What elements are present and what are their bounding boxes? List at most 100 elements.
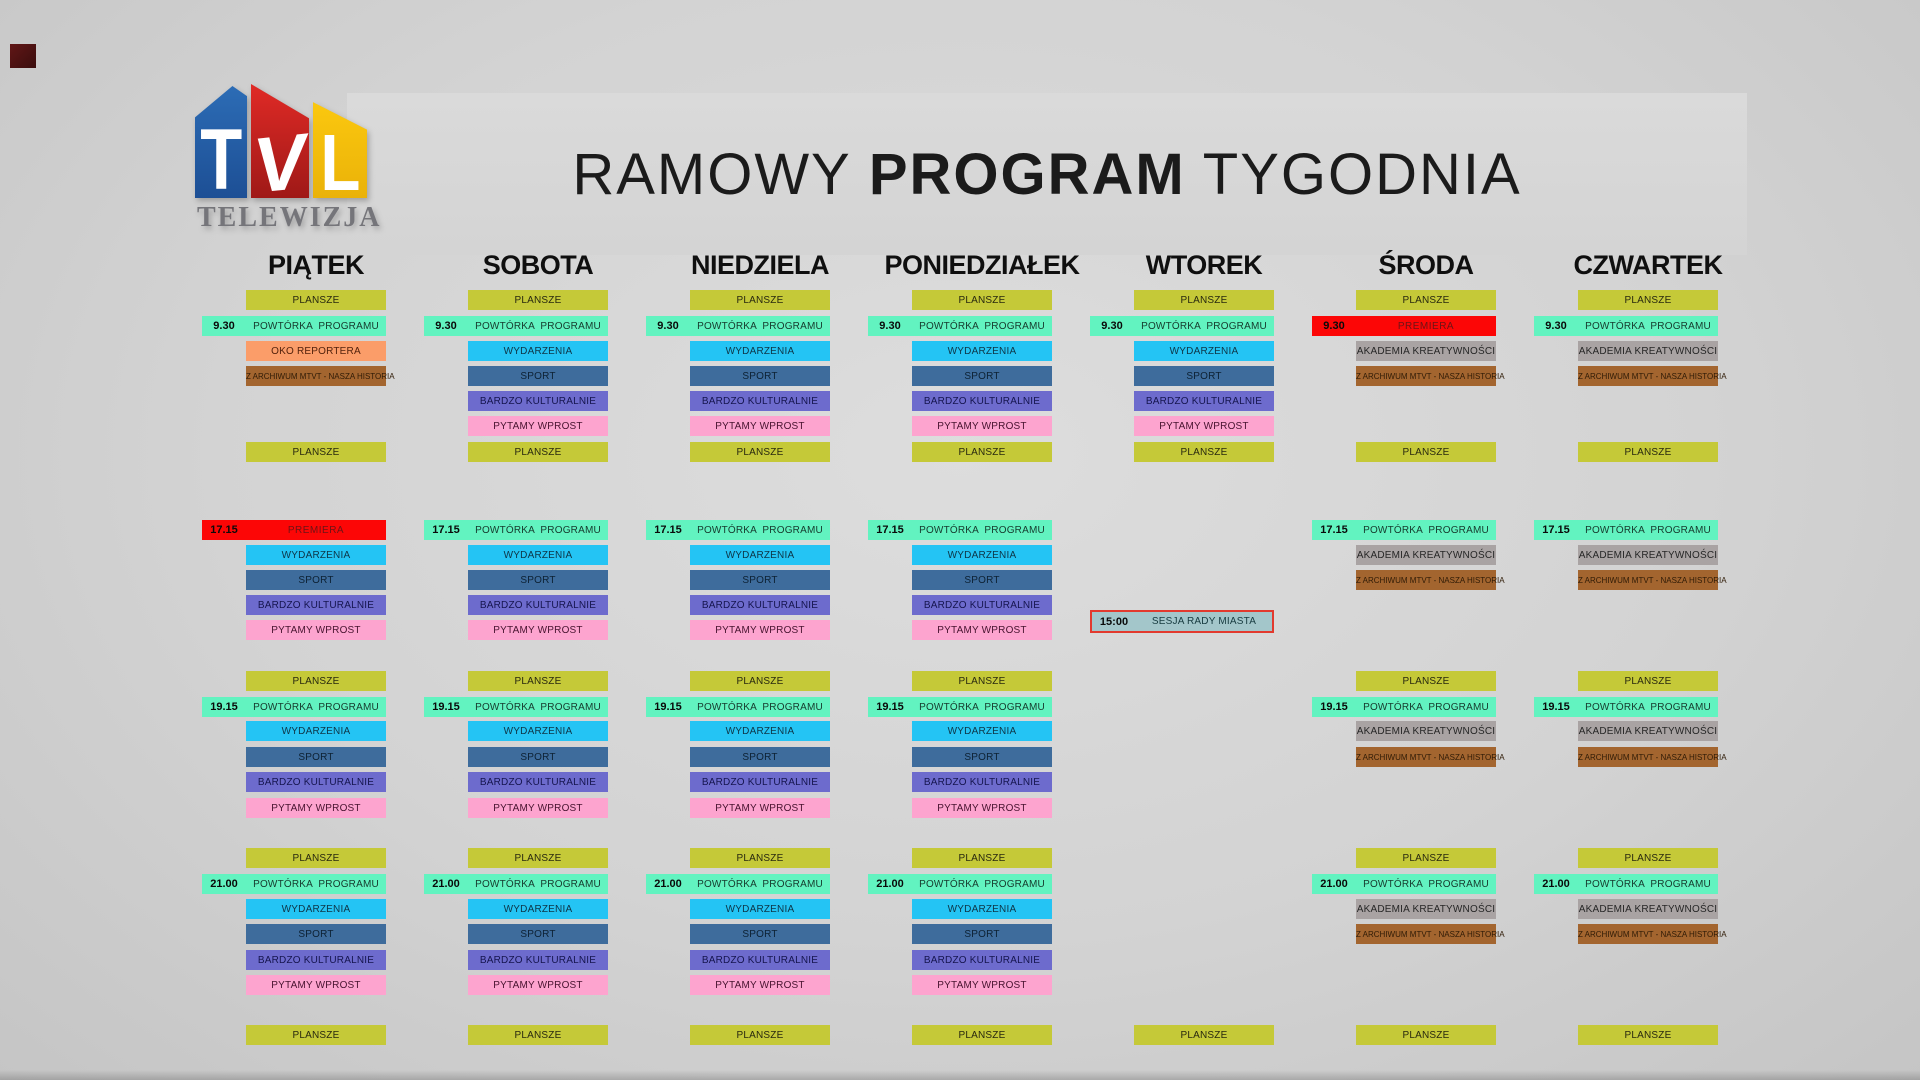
program-label: PLANSZE bbox=[958, 852, 1006, 864]
program-bar: WYDARZENIA bbox=[246, 721, 386, 741]
program-label: POWTÓRKA PROGRAMU bbox=[919, 701, 1045, 713]
program-label: PYTAMY WPROST bbox=[271, 624, 361, 636]
program-bar: PYTAMY WPROST bbox=[468, 416, 608, 436]
program-label: PLANSZE bbox=[958, 675, 1006, 687]
time-label: 21.00 bbox=[876, 878, 904, 890]
program-label: WYDARZENIA bbox=[503, 903, 573, 915]
program-bar: PLANSZE bbox=[246, 442, 386, 462]
time-label: 9.30 bbox=[879, 320, 901, 332]
time-label: 21.00 bbox=[210, 878, 238, 890]
program-label: PLANSZE bbox=[292, 675, 340, 687]
program-bar: WYDARZENIA bbox=[468, 899, 608, 919]
program-label: BARDZO KULTURALNIE bbox=[701, 599, 819, 611]
program-bar: PLANSZE bbox=[468, 671, 608, 691]
program-label: SPORT bbox=[298, 574, 334, 586]
program-bar: BARDZO KULTURALNIE bbox=[912, 595, 1052, 615]
program-label: PLANSZE bbox=[1624, 294, 1672, 306]
program-label: WYDARZENIA bbox=[725, 549, 795, 561]
program-bar: PLANSZE bbox=[690, 290, 830, 310]
time-label: 19.15 bbox=[1542, 701, 1570, 713]
program-bar: SPORT bbox=[690, 570, 830, 590]
program-label: PYTAMY WPROST bbox=[493, 624, 583, 636]
program-bar: Z ARCHIWUM MTVT - NASZA HISTORIA bbox=[1578, 747, 1727, 767]
program-label: SPORT bbox=[742, 370, 778, 382]
program-bar: PYTAMY WPROST bbox=[246, 975, 386, 995]
program-bar: PLANSZE bbox=[690, 442, 830, 462]
title-part-regular: RAMOWY bbox=[572, 141, 869, 207]
program-label: PLANSZE bbox=[1402, 675, 1450, 687]
program-bar: SPORT bbox=[468, 924, 608, 944]
program-label: WYDARZENIA bbox=[947, 903, 1017, 915]
program-label: PLANSZE bbox=[958, 294, 1006, 306]
program-bar: PLANSZE bbox=[1578, 290, 1718, 310]
program-label: BARDZO KULTURALNIE bbox=[923, 599, 1041, 611]
program-label: PYTAMY WPROST bbox=[937, 802, 1027, 814]
program-label: SPORT bbox=[964, 928, 1000, 940]
program-label: WYDARZENIA bbox=[947, 345, 1017, 357]
program-bar: SPORT bbox=[690, 366, 830, 386]
program-label: WYDARZENIA bbox=[1169, 345, 1239, 357]
time-label: 9.30 bbox=[1323, 320, 1345, 332]
program-label: PLANSZE bbox=[1624, 675, 1672, 687]
logo-shape-blue: T bbox=[195, 86, 247, 198]
program-bar: PYTAMY WPROST bbox=[468, 798, 608, 818]
program-bar: PYTAMY WPROST bbox=[246, 620, 386, 640]
program-bar: PLANSZE bbox=[468, 290, 608, 310]
program-bar: PLANSZE bbox=[912, 290, 1052, 310]
program-label: SPORT bbox=[298, 928, 334, 940]
program-label: Z ARCHIWUM MTVT - NASZA HISTORIA bbox=[1356, 575, 1505, 585]
program-label: PLANSZE bbox=[736, 1029, 784, 1041]
program-label: PREMIERA bbox=[1397, 320, 1455, 332]
program-label: PLANSZE bbox=[514, 675, 562, 687]
time-label: 17.15 bbox=[876, 524, 904, 536]
program-label: BARDZO KULTURALNIE bbox=[701, 954, 819, 966]
program-bar: AKADEMIA KREATYWNOŚCI bbox=[1578, 899, 1718, 919]
program-bar: PLANSZE bbox=[1578, 442, 1718, 462]
program-bar: OKO REPORTERA bbox=[246, 341, 386, 361]
program-label: PREMIERA bbox=[287, 524, 345, 536]
time-label: 17.15 bbox=[654, 524, 682, 536]
program-bar: BARDZO KULTURALNIE bbox=[912, 391, 1052, 411]
time-label: 21.00 bbox=[432, 878, 460, 890]
program-bar: Z ARCHIWUM MTVT - NASZA HISTORIA bbox=[1578, 570, 1727, 590]
program-label: POWTÓRKA PROGRAMU bbox=[253, 320, 379, 332]
program-label: PLANSZE bbox=[514, 852, 562, 864]
time-label: 17.15 bbox=[210, 524, 238, 536]
program-label: PYTAMY WPROST bbox=[715, 624, 805, 636]
program-bar: PYTAMY WPROST bbox=[1134, 416, 1274, 436]
program-bar: PLANSZE bbox=[246, 290, 386, 310]
day-header: PONIEDZIAŁEK bbox=[884, 250, 1080, 280]
program-bar: BARDZO KULTURALNIE bbox=[468, 950, 608, 970]
program-label: PLANSZE bbox=[292, 1029, 340, 1041]
program-bar: Z ARCHIWUM MTVT - NASZA HISTORIA bbox=[1356, 570, 1505, 590]
program-bar: PLANSZE bbox=[912, 1025, 1052, 1045]
program-bar: PLANSZE bbox=[246, 1025, 386, 1045]
time-label: 9.30 bbox=[435, 320, 457, 332]
program-bar: BARDZO KULTURALNIE bbox=[912, 772, 1052, 792]
time-label: 17.15 bbox=[1320, 524, 1348, 536]
program-bar: BARDZO KULTURALNIE bbox=[246, 595, 386, 615]
program-label: AKADEMIA KREATYWNOŚCI bbox=[1578, 725, 1718, 737]
program-label: POWTÓRKA PROGRAMU bbox=[697, 524, 823, 536]
program-bar: SPORT bbox=[690, 747, 830, 767]
program-bar: PYTAMY WPROST bbox=[912, 798, 1052, 818]
program-label: POWTÓRKA PROGRAMU bbox=[253, 701, 379, 713]
program-label: POWTÓRKA PROGRAMU bbox=[1585, 878, 1711, 890]
program-label: Z ARCHIWUM MTVT - NASZA HISTORIA bbox=[246, 371, 395, 381]
program-label: PLANSZE bbox=[958, 1029, 1006, 1041]
day-header: SOBOTA bbox=[482, 250, 594, 280]
program-label: PYTAMY WPROST bbox=[715, 979, 805, 991]
program-bar: SPORT bbox=[1134, 366, 1274, 386]
program-bar: PLANSZE bbox=[1134, 442, 1274, 462]
program-bar: PYTAMY WPROST bbox=[690, 798, 830, 818]
program-label: AKADEMIA KREATYWNOŚCI bbox=[1356, 903, 1496, 915]
time-label: 21.00 bbox=[654, 878, 682, 890]
title-part-regular: TYGODNIA bbox=[1185, 141, 1522, 207]
program-label: AKADEMIA KREATYWNOŚCI bbox=[1578, 903, 1718, 915]
day-header: CZWARTEK bbox=[1573, 250, 1723, 280]
